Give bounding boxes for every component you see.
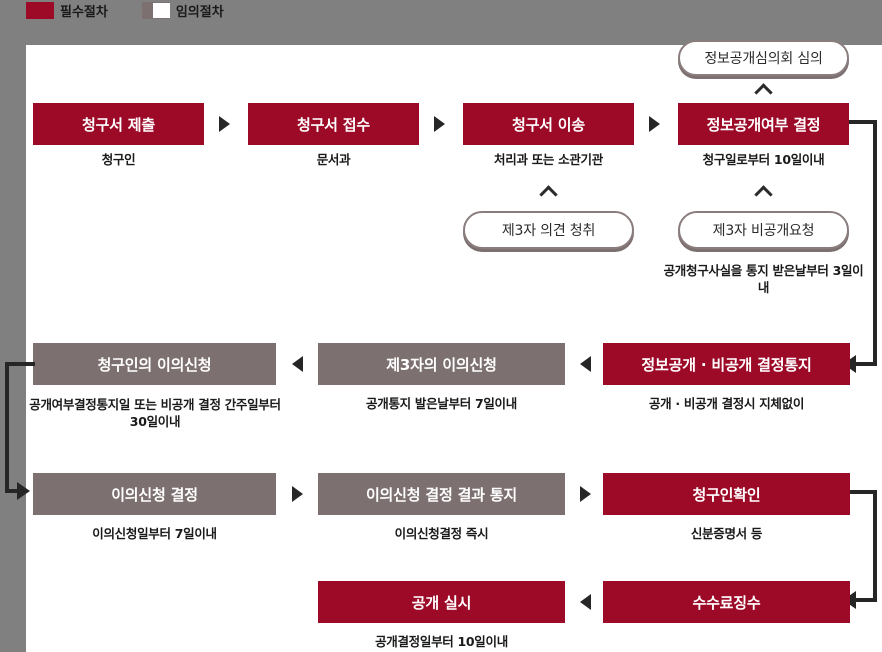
node-cheonguin-uiui-sincheong[interactable]: 청구인의 이의신청 [33, 343, 276, 385]
arrow-right-icon [580, 486, 591, 502]
legend-swatch-required [26, 1, 54, 19]
connector-segment [873, 490, 877, 602]
connector-segment [5, 362, 35, 366]
node-title: 청구인의 이의신청 [97, 355, 212, 374]
node-title: 정보공개여부 결정 [706, 115, 821, 134]
legend-item-optional: 임의절차 [141, 1, 224, 20]
node-cheonggu-seo-jechul[interactable]: 청구서 제출 [33, 103, 204, 145]
node-title: 이의신청 결정 [111, 485, 198, 504]
node-jeongbo-gonggae-yeobu-gyeoljeong[interactable]: 정보공개여부 결정 [678, 103, 849, 145]
caption-uiui-sincheong-gyeoljeong: 이의신청일부터 7일이내 [92, 526, 217, 541]
caption-cheonggu-seo-isong: 처리과 또는 소관기관 [494, 152, 603, 167]
arrow-left-icon [580, 356, 591, 372]
node-susuryo-jingsu[interactable]: 수수료징수 [603, 581, 850, 623]
node-title: 제3자 의견 청취 [501, 223, 596, 239]
caption-cheonggu-seo-jeopsu: 문서과 [316, 152, 351, 167]
arrow-right-icon [219, 116, 230, 132]
arrow-left-icon [580, 594, 591, 610]
arrow-left-icon [292, 356, 303, 372]
connector-segment [5, 489, 19, 493]
caption-gonggae-bigonggae-gyeoljeong-tongji: 공개 · 비공개 결정시 지체없이 [648, 396, 805, 411]
caption-je3ja-uiui-sincheong: 공개통지 발은날부터 7일이내 [366, 396, 517, 411]
caption-jeongbo-gonggae-yeobu-gyeoljeong: 청구일로부터 10일이내 [702, 152, 825, 167]
node-title: 공개 실시 [411, 593, 472, 612]
node-title: 청구인확인 [692, 485, 761, 504]
arrow-right-icon [17, 482, 30, 500]
node-je3ja-uiui-sincheong[interactable]: 제3자의 이의신청 [318, 343, 565, 385]
node-cheonggu-seo-jeopsu[interactable]: 청구서 접수 [248, 103, 419, 145]
node-title: 정보공개심의회 심의 [704, 51, 823, 67]
node-gonggae-silsi[interactable]: 공개 실시 [318, 581, 565, 623]
node-uiui-sincheong-gyeolgwa-tongji[interactable]: 이의신청 결정 결과 통지 [318, 473, 565, 515]
connector-segment [855, 362, 877, 366]
legend: 필수절차 임의절차 [26, 0, 224, 20]
connector-segment [849, 120, 877, 124]
node-cheonggu-seo-isong[interactable]: 청구서 이송 [463, 103, 634, 145]
node-cheonguin-hwagin[interactable]: 청구인확인 [603, 473, 850, 515]
legend-swatch-optional [141, 1, 170, 19]
caption-gonggae-silsi: 공개결정일부터 10일이내 [375, 634, 508, 649]
connector-segment [873, 120, 877, 364]
legend-label-optional: 임의절차 [175, 4, 224, 20]
caption-cheonguin-uiui-sincheong: 공개여부결정통지일 또는 비공개 결정 간주일부터 30일이내 [29, 397, 281, 429]
connector-segment [5, 362, 9, 493]
legend-swatch-optional-inner [152, 2, 170, 18]
node-je3ja-bigonggae-yocheong[interactable]: 제3자 비공개요청 [678, 211, 849, 249]
node-title: 수수료징수 [692, 593, 761, 612]
node-title: 정보공개 · 비공개 결정통지 [641, 355, 812, 374]
node-uiui-sincheong-gyeoljeong[interactable]: 이의신청 결정 [33, 473, 276, 515]
connector-segment [855, 598, 877, 602]
arrow-right-icon [434, 116, 445, 132]
legend-item-required: 필수절차 [26, 1, 108, 20]
node-title: 청구서 접수 [296, 115, 371, 134]
arrow-right-icon [649, 116, 660, 132]
node-title: 이의신청 결정 결과 통지 [365, 485, 518, 504]
connector-segment [850, 490, 877, 494]
caption-cheonguin-hwagin: 신분증명서 등 [690, 526, 763, 541]
legend-label-required: 필수절차 [60, 4, 108, 20]
caption-je3ja-bigonggae-yocheong: 공개청구사실을 통지 받은날부터 3일이내 [663, 263, 864, 295]
node-title: 제3자의 이의신청 [386, 355, 497, 374]
node-title: 청구서 이송 [511, 115, 586, 134]
caption-cheonggu-seo-jechul: 청구인 [101, 152, 136, 167]
node-gonggae-bigonggae-gyeoljeong-tongji[interactable]: 정보공개 · 비공개 결정통지 [603, 343, 850, 385]
node-title: 제3자 비공개요청 [712, 223, 815, 239]
node-jeongbo-gonggae-simuihoe[interactable]: 정보공개심의회 심의 [678, 40, 849, 76]
node-title: 청구서 제출 [81, 115, 156, 134]
arrow-right-icon [292, 486, 303, 502]
caption-uiui-sincheong-gyeolgwa-tongji: 이의신청결정 즉시 [394, 526, 489, 541]
node-je3ja-uigyeon-cheongchwi[interactable]: 제3자 의견 청취 [463, 211, 634, 249]
